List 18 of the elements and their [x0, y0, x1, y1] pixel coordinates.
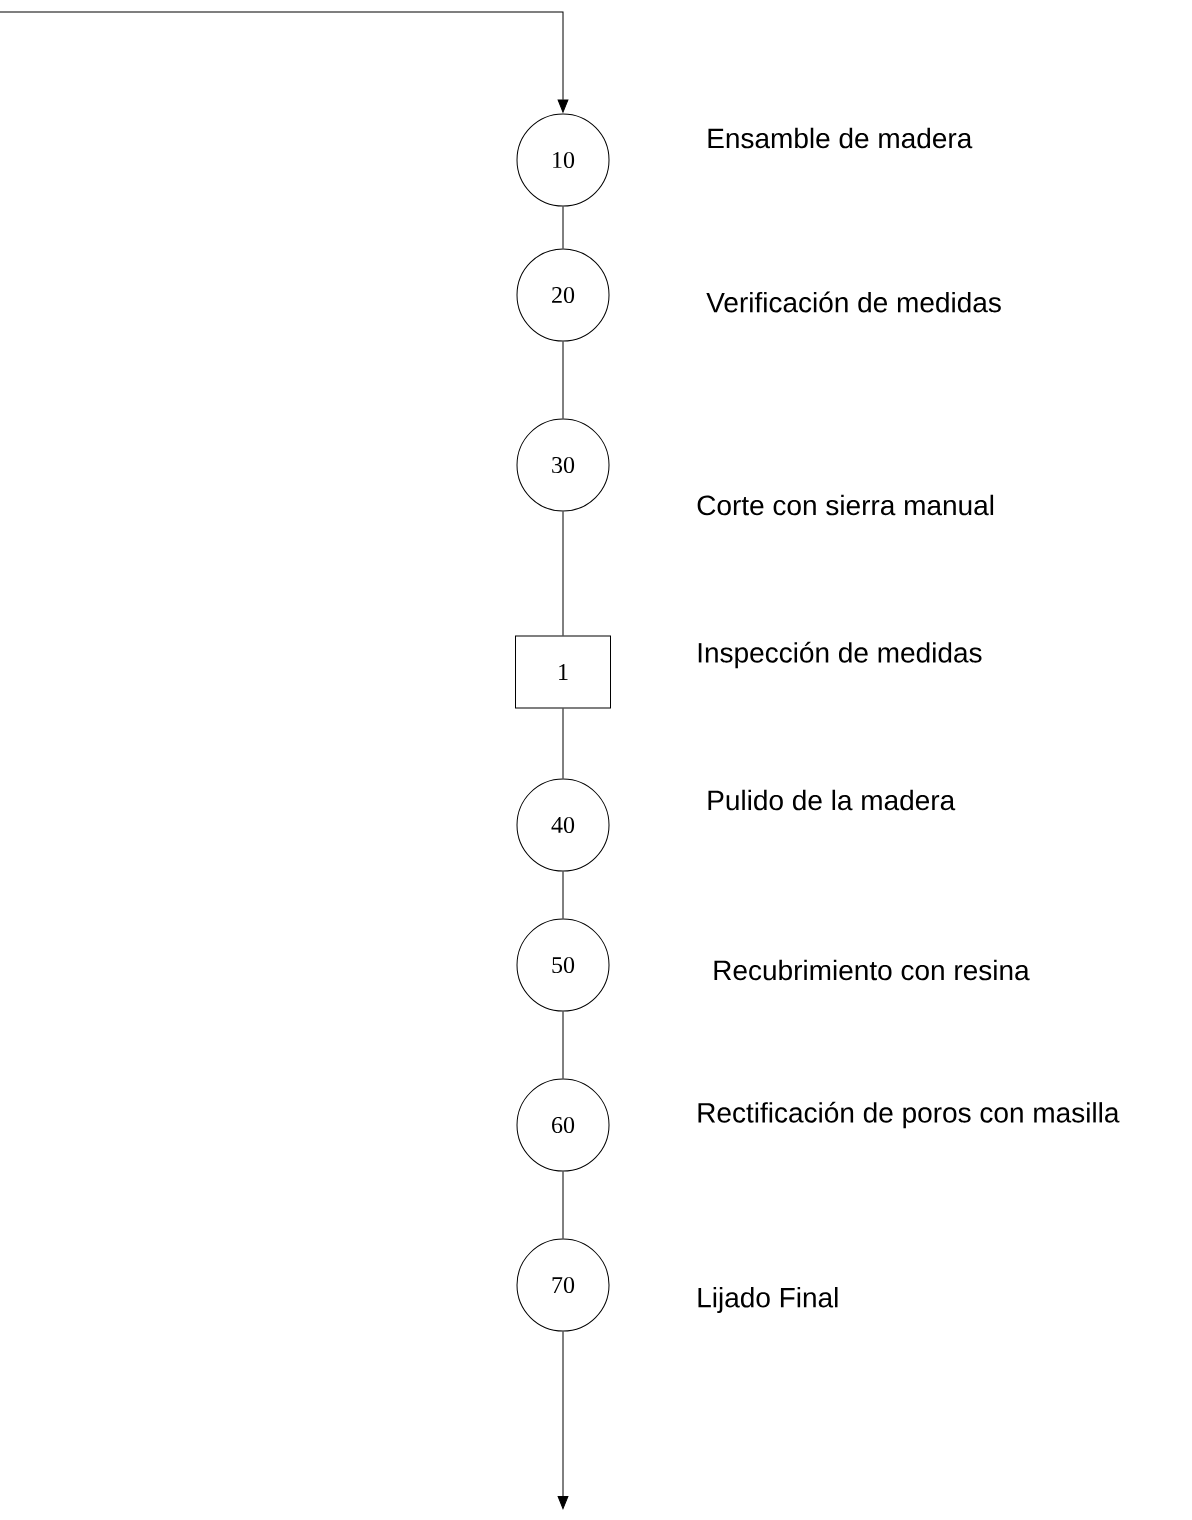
step-label: Lijado Final: [698, 1287, 838, 1314]
step-label: Rectificación de poros con masilla: [698, 1101, 1120, 1129]
step-label: Pulido de la madera: [708, 789, 956, 811]
step-label: Verificación de medidas: [706, 291, 1001, 313]
step-label: Corte con sierra manual: [697, 494, 994, 516]
connector: [0, 11, 569, 113]
connector: [562, 206, 564, 249]
step-label: Inspección de medidas: [698, 641, 982, 669]
connector: [562, 1171, 564, 1239]
connector: [562, 708, 564, 779]
connector: [562, 1011, 564, 1079]
step-label: Recubrimiento con resina: [714, 959, 1030, 981]
connector: [562, 871, 564, 919]
connector: [557, 1331, 569, 1510]
connector: [562, 341, 564, 419]
step-label: Ensamble de madera: [708, 127, 973, 149]
inspection-box: 1: [515, 635, 611, 709]
connector: [562, 511, 564, 636]
